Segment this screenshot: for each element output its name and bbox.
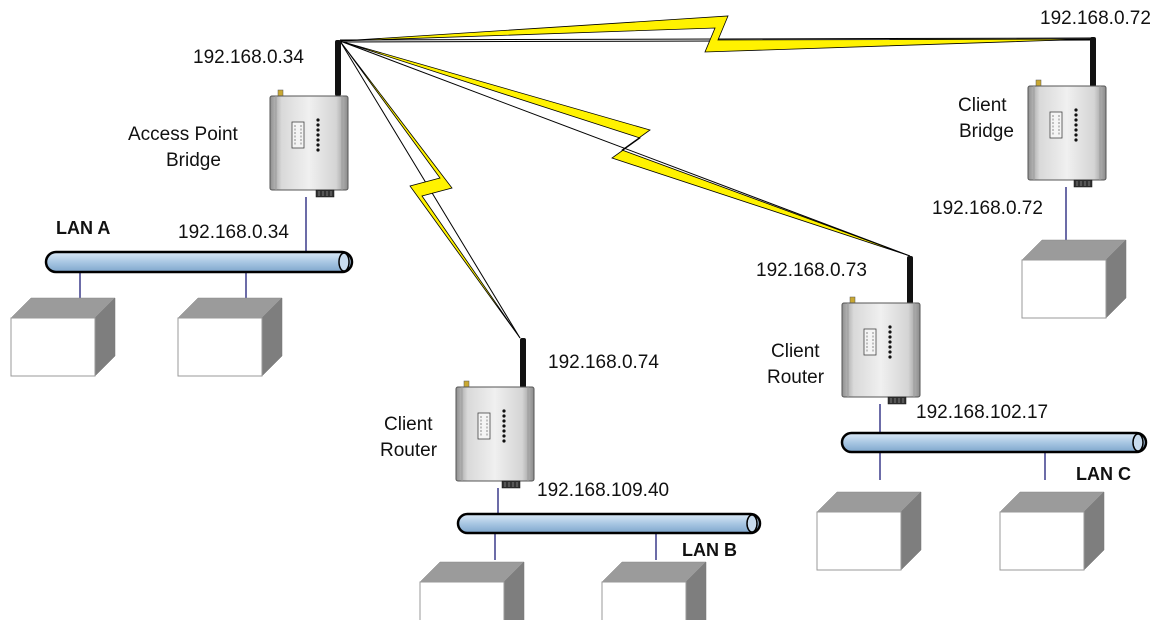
lan-c-segment: LAN C <box>816 431 1148 571</box>
router-c-lan-ip: 192.168.102.17 <box>916 402 1048 423</box>
computer-icon <box>816 491 922 571</box>
router-device-icon <box>841 296 921 405</box>
antenna-icon <box>907 256 913 304</box>
wireless-link-to-client-router-c <box>339 40 911 257</box>
lan-a-label: LAN A <box>56 218 110 238</box>
lan-c-label: LAN C <box>1076 464 1131 484</box>
computer-icon <box>1021 239 1127 319</box>
lan-a-segment: LAN A <box>10 218 354 377</box>
computer-icon <box>601 561 707 620</box>
router-device-icon <box>269 89 349 198</box>
router-c-wireless-ip: 192.168.0.73 <box>756 260 867 281</box>
bridge-label-line2: Bridge <box>959 121 1014 142</box>
computer-icon <box>419 561 525 620</box>
client-bridge: 192.168.0.72 Client Bridge 192.168.0.72 <box>932 8 1151 319</box>
client-router-b: 192.168.0.74 Client Router 192.168.109.4… <box>380 338 669 514</box>
lan-b-label: LAN B <box>682 540 737 560</box>
router-b-label-line2: Router <box>380 440 438 461</box>
computer-icon <box>177 297 283 377</box>
router-b-lan-ip: 192.168.109.40 <box>537 480 669 501</box>
lan-b-bus <box>456 512 762 535</box>
bridge-wireless-ip: 192.168.0.72 <box>1040 8 1151 29</box>
antenna-icon <box>1090 37 1096 87</box>
ap-label-line1: Access Point <box>128 124 239 145</box>
router-c-label-line2: Router <box>767 367 825 388</box>
access-point-bridge: 192.168.0.34 Access Point Bridge 192.168… <box>128 40 349 252</box>
lan-b-segment: LAN B <box>419 512 762 620</box>
computer-icon <box>10 297 116 377</box>
router-device-icon <box>455 380 535 489</box>
bridge-label-line1: Client <box>958 95 1007 116</box>
antenna-icon <box>520 338 526 388</box>
router-b-wireless-ip: 192.168.0.74 <box>548 352 659 373</box>
lan-c-bus <box>840 431 1148 454</box>
ap-wireless-ip: 192.168.0.34 <box>193 47 304 68</box>
ap-label-line2: Bridge <box>166 150 221 171</box>
router-b-label-line1: Client <box>384 414 433 435</box>
lan-a-bus <box>44 250 354 274</box>
computer-icon <box>999 491 1105 571</box>
router-device-icon <box>1027 79 1107 188</box>
antenna-icon <box>335 40 341 96</box>
bridge-lan-ip: 192.168.0.72 <box>932 198 1043 219</box>
ap-lan-ip: 192.168.0.34 <box>178 222 289 243</box>
router-c-label-line1: Client <box>771 341 820 362</box>
wireless-link-to-client-router-b <box>339 40 521 339</box>
wireless-link-to-client-bridge <box>339 15 1094 53</box>
client-router-c: 192.168.0.73 Client Router 192.168.102.1… <box>756 256 1048 432</box>
